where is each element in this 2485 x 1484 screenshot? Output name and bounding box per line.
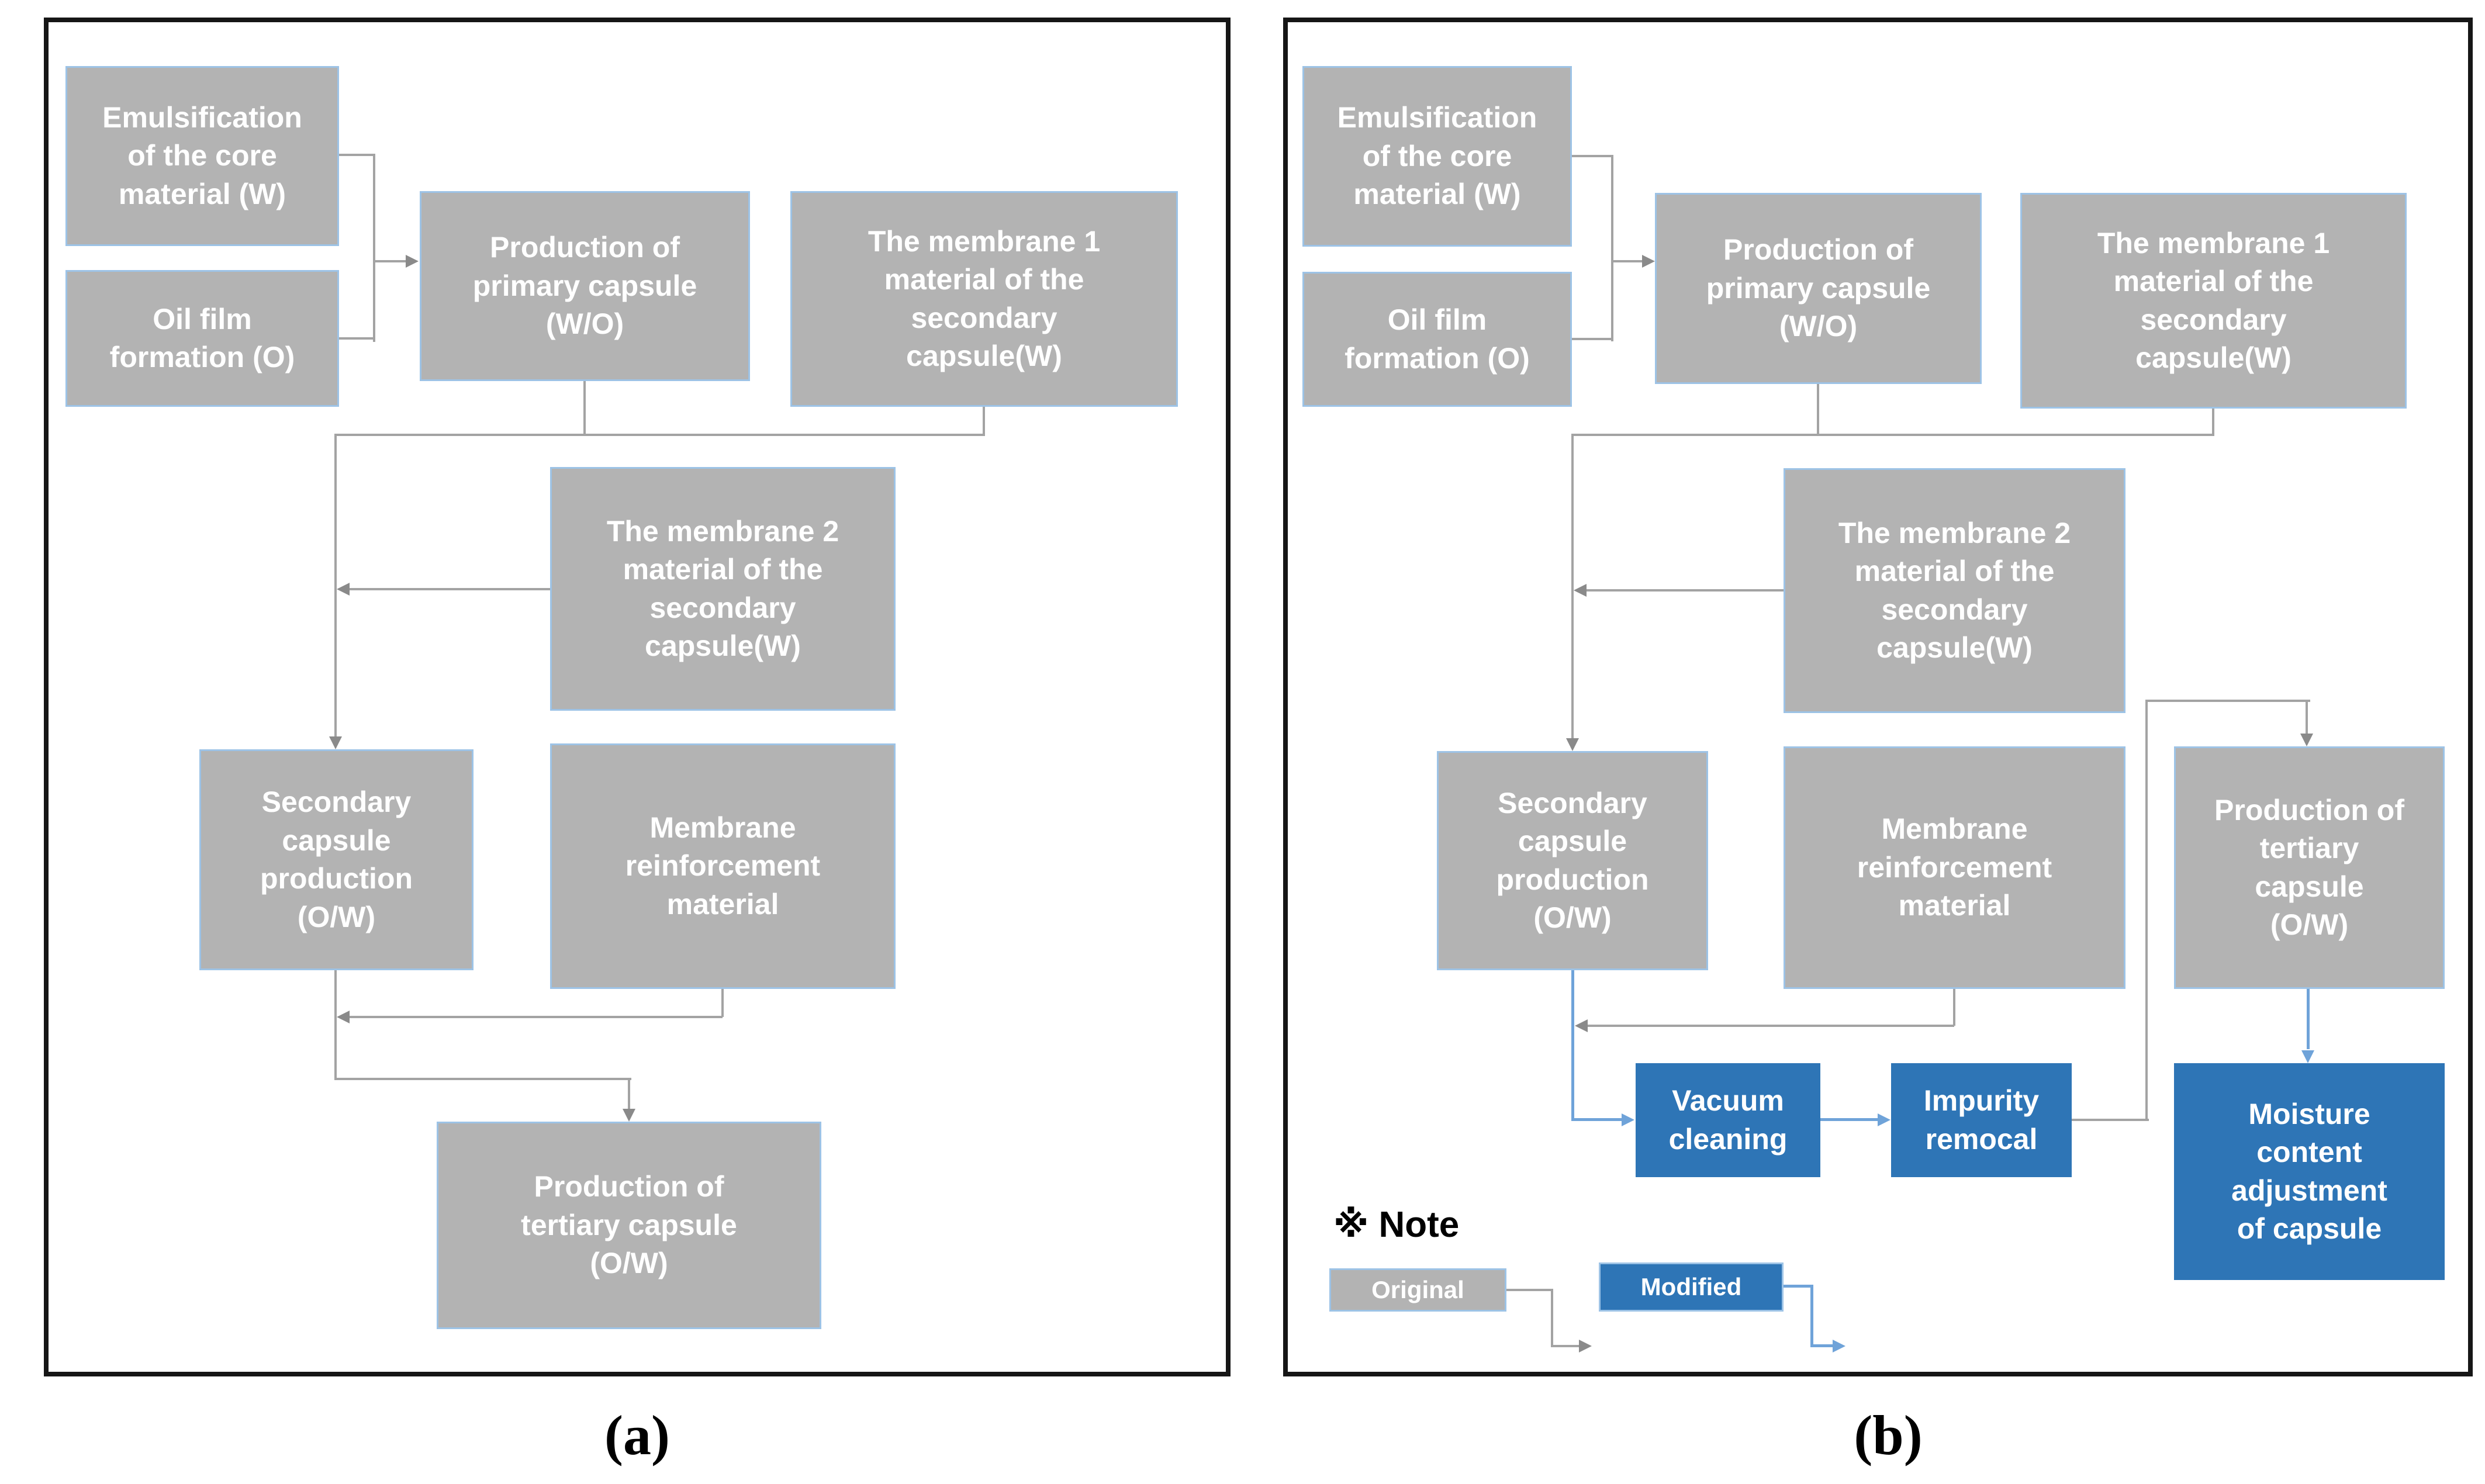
- flow-arrowhead-down: [2301, 1050, 2314, 1063]
- flow-line: [2145, 700, 2310, 702]
- flow-arrowhead-down: [329, 736, 342, 749]
- flow-line: [1784, 1285, 1813, 1288]
- flow-arrowhead-right: [1878, 1113, 1890, 1126]
- legend-original-box: Original: [1329, 1268, 1506, 1312]
- flow-line: [1588, 1025, 1954, 1027]
- flow-box-secondary-capsule-b: Secondary capsule production (O/W): [1437, 751, 1708, 970]
- panel-b-frame: [1283, 18, 2473, 1376]
- caption-b: (b): [1854, 1404, 1923, 1466]
- flow-box-oil-film-a: Oil film formation (O): [65, 270, 339, 407]
- flow-box-tertiary-capsule-a: Production of tertiary capsule (O/W): [437, 1122, 821, 1329]
- flow-line: [1820, 1118, 1879, 1121]
- flow-line: [350, 1016, 723, 1018]
- flow-line: [1612, 260, 1643, 262]
- flow-line: [1817, 384, 1819, 436]
- flow-line: [2145, 700, 2148, 1121]
- flow-line: [334, 1078, 631, 1080]
- flow-arrowhead-left: [337, 1011, 350, 1023]
- flow-line: [1572, 155, 1613, 157]
- caption-a: (a): [604, 1404, 670, 1466]
- flow-arrowhead-left: [1575, 1019, 1588, 1032]
- flow-line: [1506, 1289, 1553, 1291]
- flow-line: [1810, 1285, 1813, 1347]
- flow-line: [339, 154, 375, 156]
- flow-line: [1810, 1344, 1834, 1347]
- flow-line: [721, 989, 724, 1017]
- flow-line: [339, 337, 375, 340]
- flow-box-membrane-reinforcement-a: Membrane reinforcement material: [550, 743, 896, 989]
- panel-a-frame: [44, 18, 1231, 1376]
- flow-arrowhead-down: [2300, 734, 2313, 746]
- flow-box-membrane1-b: The membrane 1 material of the secondary…: [2020, 193, 2407, 409]
- note-title: ※ Note: [1333, 1205, 1460, 1245]
- flow-line: [1953, 989, 1955, 1026]
- flow-arrowhead-down: [623, 1109, 635, 1122]
- flow-arrowhead-right: [1642, 255, 1655, 268]
- flow-line: [983, 407, 985, 436]
- flow-arrowhead-right: [406, 255, 419, 268]
- flow-line: [2307, 989, 2310, 1049]
- flow-box-emulsification-b: Emulsification of the core material (W): [1302, 66, 1572, 247]
- flow-arrowhead-right: [1622, 1113, 1634, 1126]
- flow-arrowhead-down: [1566, 738, 1579, 751]
- flow-line: [2306, 700, 2308, 734]
- flow-box-secondary-capsule-a: Secondary capsule production (O/W): [199, 749, 474, 970]
- flow-box-impurity-removal-b: Impurity remocal: [1891, 1063, 2072, 1177]
- flow-box-primary-capsule-a: Production of primary capsule (W/O): [420, 191, 750, 381]
- flow-line: [1571, 970, 1574, 1121]
- flow-box-moisture-adjustment-b: Moisture content adjustment of capsule: [2174, 1063, 2445, 1280]
- flow-line: [334, 434, 984, 436]
- flow-line: [1611, 155, 1613, 341]
- flow-line: [583, 381, 586, 436]
- flow-box-membrane-reinforcement-b: Membrane reinforcement material: [1784, 746, 2125, 989]
- flow-arrowhead-right: [1833, 1340, 1845, 1352]
- flow-line: [1571, 434, 1574, 738]
- flow-line: [1551, 1345, 1580, 1347]
- flow-box-vacuum-cleaning-b: Vacuum cleaning: [1636, 1063, 1820, 1177]
- flow-line: [1572, 434, 2213, 436]
- flow-box-membrane2-b: The membrane 2 material of the secondary…: [1784, 468, 2125, 713]
- flow-arrowhead-left: [1574, 584, 1587, 597]
- flow-line: [1572, 338, 1613, 340]
- flow-line: [374, 260, 407, 262]
- flow-box-tertiary-capsule-b: Production of tertiary capsule (O/W): [2174, 746, 2445, 989]
- flow-line: [373, 154, 375, 342]
- flow-box-membrane2-a: The membrane 2 material of the secondary…: [550, 467, 896, 711]
- flow-arrowhead-right: [1579, 1340, 1592, 1352]
- flow-line: [628, 1078, 630, 1109]
- flow-line: [1587, 589, 1784, 591]
- flow-box-emulsification-a: Emulsification of the core material (W): [65, 66, 339, 246]
- flow-arrowhead-left: [337, 583, 350, 596]
- flow-line: [1571, 1118, 1623, 1121]
- flow-box-membrane1-a: The membrane 1 material of the secondary…: [790, 191, 1178, 407]
- flow-line: [2072, 1119, 2149, 1121]
- legend-modified-box: Modified: [1599, 1262, 1784, 1312]
- flow-box-primary-capsule-b: Production of primary capsule (W/O): [1655, 193, 1982, 384]
- flow-line: [2212, 409, 2214, 436]
- flow-line: [348, 588, 550, 590]
- flow-line: [334, 970, 337, 1079]
- flow-line: [334, 434, 337, 736]
- flow-box-oil-film-b: Oil film formation (O): [1302, 272, 1572, 407]
- flow-line: [1551, 1289, 1553, 1347]
